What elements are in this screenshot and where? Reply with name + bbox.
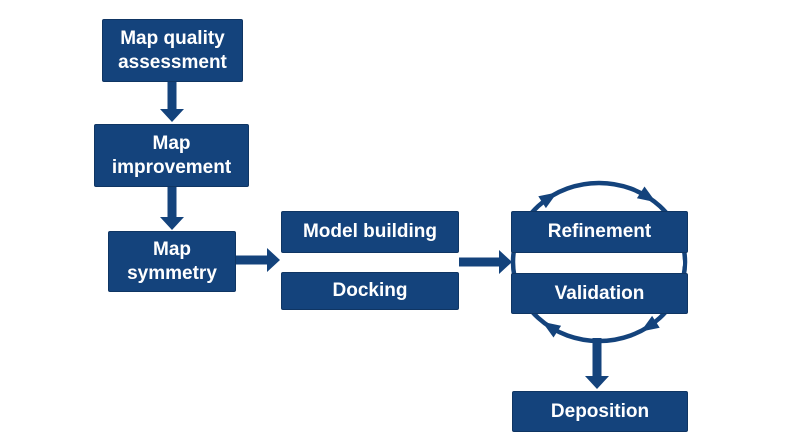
node-label: Map improvement	[111, 133, 232, 178]
cycle-arrowhead-northeast-icon	[636, 186, 656, 203]
node-map-improvement: Map improvement	[94, 124, 249, 187]
node-map-symmetry: Map symmetry	[108, 231, 236, 292]
refinement-validation-slot	[516, 253, 683, 273]
node-label: Model building	[302, 221, 438, 243]
node-label: Refinement	[547, 221, 652, 243]
arrow-improvement-to-symmetry-icon	[160, 187, 184, 230]
node-label: Docking	[332, 280, 408, 302]
arrow-symmetry-to-building-icon	[236, 248, 280, 272]
node-map-quality-assessment: Map quality assessment	[102, 19, 243, 82]
node-refinement: Refinement	[511, 211, 688, 253]
node-label: Map symmetry	[127, 239, 217, 284]
arrow-cycle-to-deposition-icon	[585, 338, 609, 389]
cycle-arrowhead-southeast-icon	[640, 315, 660, 332]
node-label: Validation	[554, 282, 645, 304]
node-validation: Validation	[511, 273, 688, 314]
node-docking: Docking	[281, 272, 459, 310]
cycle-arrowhead-northwest-icon	[538, 192, 558, 209]
node-deposition: Deposition	[512, 391, 688, 432]
node-label: Map quality assessment	[118, 28, 227, 73]
node-label: Deposition	[550, 400, 650, 422]
node-model-building: Model building	[281, 211, 459, 253]
cycle-arrowhead-southwest-icon	[542, 321, 562, 338]
arrow-quality-to-improvement-icon	[160, 82, 184, 122]
arrow-building-to-refinement-icon	[459, 250, 512, 274]
